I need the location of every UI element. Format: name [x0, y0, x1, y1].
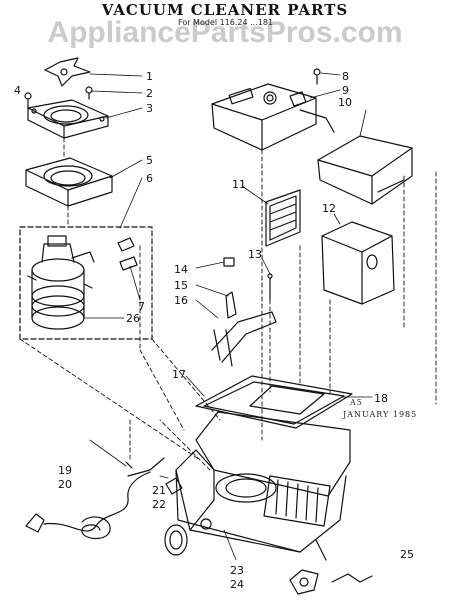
callout-9: 9	[342, 84, 349, 97]
callout-labels: 1 2 3 4 5 6 7 8 9 10 11 12 13 14 15 16 1…	[14, 70, 414, 591]
switch-part-14	[223, 257, 235, 267]
fan-blade	[44, 57, 91, 87]
callout-21: 21	[152, 484, 166, 497]
callout-12: 12	[322, 202, 336, 215]
screw-part-8	[313, 68, 321, 85]
cover-lid	[317, 135, 413, 205]
callout-4: 4	[14, 84, 21, 97]
callout-1: 1	[146, 70, 153, 83]
brush-parts	[117, 237, 138, 271]
callout-8: 8	[342, 70, 349, 83]
pin-part-13	[267, 273, 273, 301]
callout-6: 6	[146, 172, 153, 185]
callout-20: 20	[58, 478, 72, 491]
callout-23: 23	[230, 564, 244, 577]
callout-7: 7	[138, 300, 145, 313]
callout-3: 3	[146, 102, 153, 115]
top-housing	[211, 83, 335, 151]
callout-24: 24	[230, 578, 244, 591]
callout-14: 14	[174, 263, 188, 276]
callout-13: 13	[248, 248, 262, 261]
callout-26: 26	[126, 312, 140, 325]
gasket-plate	[27, 99, 109, 139]
callout-16: 16	[174, 294, 188, 307]
callout-11: 11	[232, 178, 246, 191]
dust-bag	[321, 221, 395, 305]
switch-part-25	[289, 569, 373, 595]
canister-body	[175, 411, 351, 561]
diagram-date: JANUARY 1985	[343, 410, 418, 419]
callout-22: 22	[152, 498, 166, 511]
wiring-harness	[211, 291, 277, 367]
filter-screen	[265, 189, 301, 247]
motor-assembly	[27, 235, 95, 330]
callout-19: 19	[58, 464, 72, 477]
motor-mount	[25, 157, 113, 207]
screw-part-2	[85, 86, 93, 100]
callout-5: 5	[146, 154, 153, 167]
model-number: For Model 116.24 ...181	[178, 18, 274, 27]
callout-15: 15	[174, 279, 188, 292]
callout-2: 2	[146, 87, 153, 100]
callout-25: 25	[400, 548, 414, 561]
date-code: A5	[350, 398, 363, 407]
power-cord	[25, 457, 165, 540]
diagram-title: VACUUM CLEANER PARTS	[101, 1, 349, 19]
callout-17: 17	[172, 368, 186, 381]
wheel-part	[164, 477, 188, 556]
watermark: AppliancePartsPros.com	[47, 16, 403, 49]
callout-18: 18	[374, 392, 388, 405]
callout-10: 10	[338, 96, 352, 109]
screw-part-4	[24, 92, 32, 109]
